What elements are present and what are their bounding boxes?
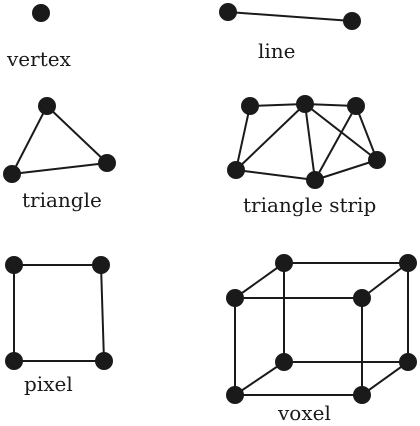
strip-edge-right <box>355 105 378 161</box>
triangle-label: triangle <box>22 188 102 212</box>
strip-point-2 <box>296 95 314 113</box>
pixel-point-2 <box>92 256 110 274</box>
strip-diagonal-3 <box>314 105 357 181</box>
voxel-point-1 <box>275 254 293 272</box>
voxel-connect-2 <box>361 262 409 299</box>
line-edge <box>227 11 353 22</box>
pixel-label: pixel <box>24 372 73 396</box>
strip-diagonal-2 <box>304 103 316 181</box>
voxel-point-3 <box>226 289 244 307</box>
triangle-cell: triangle <box>3 97 116 212</box>
voxel-point-8 <box>353 386 371 404</box>
triangle-point-2 <box>3 165 21 183</box>
strip-point-1 <box>241 97 259 115</box>
strip-edge-top-1 <box>249 103 306 107</box>
pixel-cell: pixel <box>5 256 113 396</box>
triangle-point-1 <box>38 97 56 115</box>
line-cell: line <box>219 3 361 63</box>
strip-edge-left <box>235 105 251 171</box>
triangle-strip-cell: triangle strip <box>227 95 386 217</box>
strip-point-3 <box>347 97 365 115</box>
voxel-connect-4 <box>361 361 409 396</box>
voxel-label: voxel <box>277 401 331 425</box>
voxel-point-4 <box>353 289 371 307</box>
strip-point-5 <box>306 171 324 189</box>
line-point-2 <box>343 12 361 30</box>
pixel-point-4 <box>95 352 113 370</box>
voxel-point-7 <box>226 386 244 404</box>
strip-edge-bottom-2 <box>314 159 378 181</box>
triangle-strip-label: triangle strip <box>243 193 376 217</box>
voxel-point-5 <box>275 353 293 371</box>
triangle-point-3 <box>98 154 116 172</box>
strip-point-4 <box>227 161 245 179</box>
voxel-connect-1 <box>234 262 285 299</box>
line-label: line <box>258 39 296 63</box>
triangle-edge-2 <box>46 105 108 164</box>
triangle-edge-3 <box>11 162 108 175</box>
triangle-edge-1 <box>11 105 48 175</box>
vertex-label: vertex <box>6 47 72 71</box>
voxel-cell: voxel <box>226 254 417 425</box>
vertex-point <box>32 4 50 22</box>
pixel-point-3 <box>5 352 23 370</box>
voxel-connect-3 <box>234 361 285 396</box>
line-point-1 <box>219 3 237 21</box>
strip-point-6 <box>368 151 386 169</box>
vertex-cell: vertex <box>6 4 72 71</box>
voxel-point-2 <box>399 254 417 272</box>
pixel-edge-right <box>100 264 105 362</box>
strip-diagonal-4 <box>304 103 378 161</box>
voxel-point-6 <box>399 353 417 371</box>
pixel-point-1 <box>5 256 23 274</box>
strip-edge-bottom-1 <box>235 169 316 181</box>
strip-diagonal-1 <box>235 103 306 171</box>
